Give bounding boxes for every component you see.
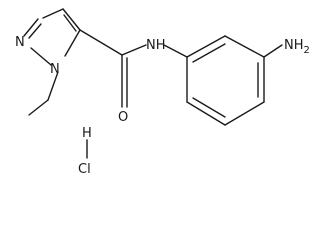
- atom-label-nh: NH: [146, 38, 166, 53]
- atom-label-cl: Cl: [78, 162, 91, 177]
- bond-ar2-ar3: [224, 35, 265, 58]
- bond-c4-c5: [62, 8, 81, 31]
- atom-label-nh2-subscript: 2: [304, 45, 310, 56]
- atom-label-o: O: [118, 110, 128, 125]
- bond-n2-c3-double: [28, 23, 42, 39]
- atom-label-n2: N: [15, 35, 25, 50]
- bond-ar3-nh2: [263, 44, 283, 58]
- chemical-structure: N N NH O NH2 H Cl: [15, 8, 310, 177]
- atom-label-nh2: NH2: [284, 38, 310, 56]
- bond-ar1-ar2: [186, 35, 226, 58]
- atom-label-h: H: [82, 126, 92, 141]
- bond-ar5-ar6-inner: [192, 97, 226, 118]
- bond-carbonyl-nh: [121, 44, 147, 56]
- atom-label-nh2-text: NH: [284, 38, 304, 53]
- bond-c5-carbonyl: [79, 29, 123, 56]
- bond-n1-n2: [30, 47, 52, 66]
- bond-n1-ch2: [47, 71, 59, 101]
- atom-label-n1: N: [50, 62, 60, 77]
- bond-c4-c5-double: [63, 14, 77, 32]
- bond-n2-c3: [23, 18, 39, 37]
- bond-ch2-ch3: [28, 99, 49, 116]
- bond-ar5-ar6: [186, 101, 226, 126]
- bond-c5-n1: [64, 29, 81, 57]
- structure-canvas: N N NH O NH2 H Cl: [15, 8, 310, 177]
- bond-nh-aryl: [163, 44, 188, 58]
- bond-ar4-ar5: [224, 101, 265, 126]
- bond-ar1-ar2-inner: [192, 43, 226, 63]
- bond-c3-c4: [42, 8, 64, 19]
